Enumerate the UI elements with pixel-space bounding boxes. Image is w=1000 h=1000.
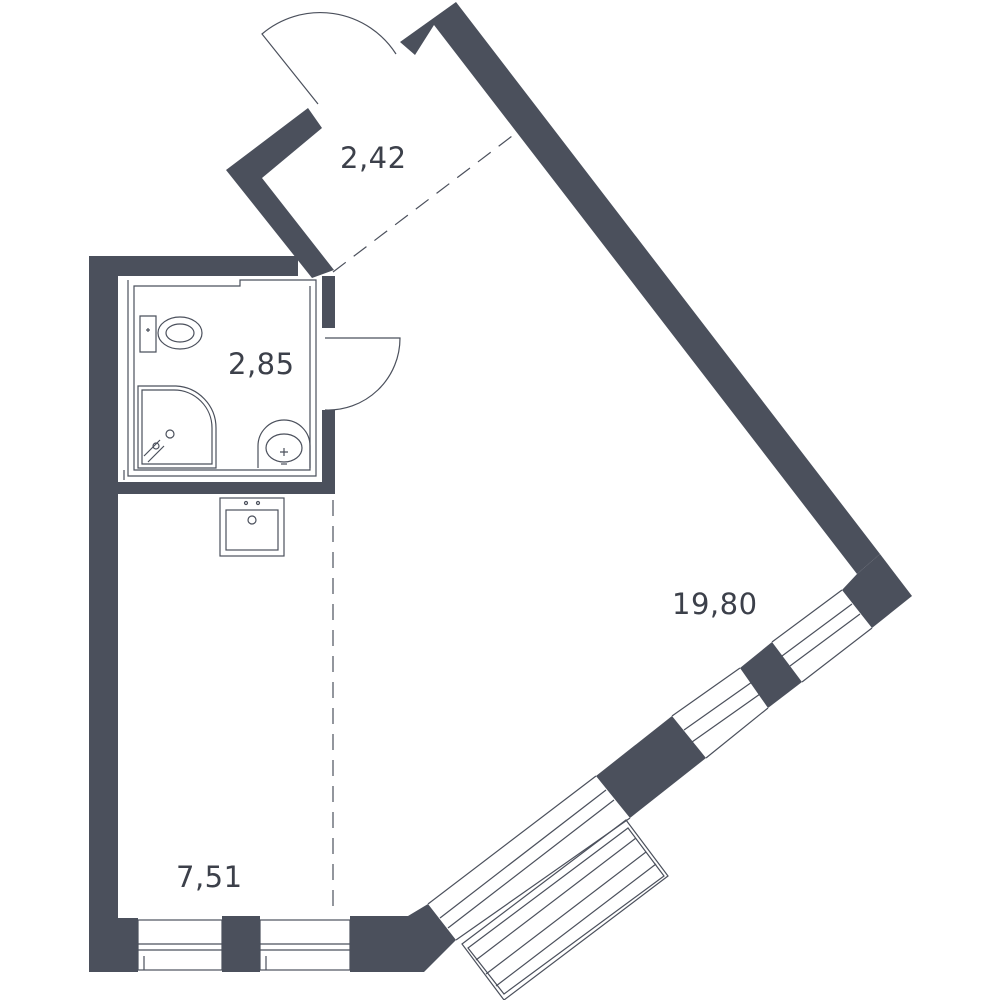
window-diagonal-upper bbox=[771, 589, 873, 683]
bathroom-door bbox=[324, 337, 401, 411]
walls bbox=[89, 2, 912, 972]
windows bbox=[137, 589, 873, 971]
bath-wall-bottom bbox=[118, 482, 335, 494]
area-labels: 2,42 2,85 7,51 19,80 bbox=[176, 141, 758, 894]
washbasin-icon bbox=[257, 419, 311, 468]
window-diagonal-middle bbox=[671, 667, 769, 759]
room-area-bathroom: 2,85 bbox=[228, 347, 295, 381]
room-area-hallway: 2,42 bbox=[340, 141, 407, 175]
room-area-living: 19,80 bbox=[672, 587, 758, 621]
wall-right bbox=[400, 2, 880, 574]
entry-door bbox=[261, 12, 397, 105]
bathroom-details bbox=[123, 279, 317, 480]
wall-bottom-pillar bbox=[222, 916, 260, 972]
fixtures bbox=[137, 315, 311, 557]
bath-wall-right-bottom bbox=[322, 410, 335, 494]
wall-left bbox=[89, 256, 298, 972]
zone-separators bbox=[332, 129, 521, 916]
balcony bbox=[461, 819, 669, 1000]
shower-icon bbox=[137, 385, 217, 469]
kitchen-sink-icon bbox=[219, 497, 285, 557]
window-diagonal-lower bbox=[427, 775, 631, 941]
window-bottom-middle bbox=[259, 919, 351, 971]
toilet-icon bbox=[139, 315, 203, 353]
wall-entry bbox=[226, 108, 334, 278]
room-area-kitchen: 7,51 bbox=[176, 860, 243, 894]
wall-pillar-mid bbox=[740, 642, 802, 708]
wall-bottom-right bbox=[350, 904, 456, 972]
window-bottom-left bbox=[137, 919, 223, 971]
wall-corner-right bbox=[842, 554, 912, 628]
bath-wall-right-top bbox=[322, 276, 335, 328]
wall-pillar-large bbox=[596, 716, 706, 818]
doors bbox=[261, 12, 401, 411]
